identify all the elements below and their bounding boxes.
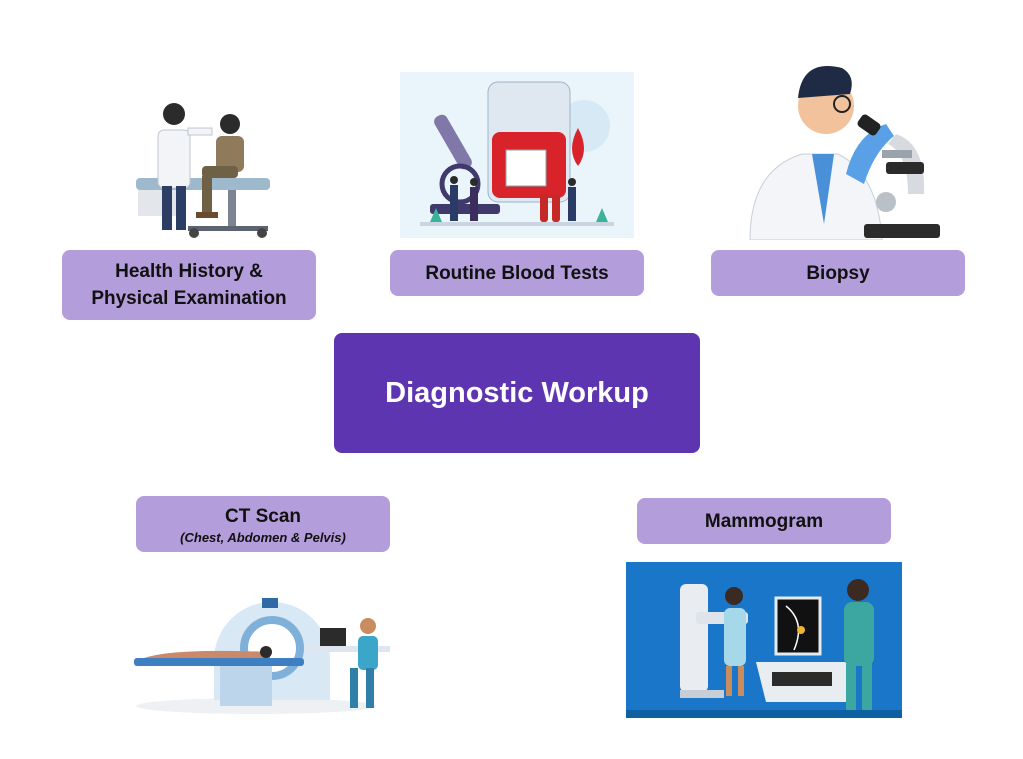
- mammogram-label: Mammogram: [637, 498, 891, 544]
- biopsy-text: Biopsy: [806, 262, 870, 284]
- physical-exam-illustration: [128, 100, 278, 242]
- diagnostic-workup-center: Diagnostic Workup: [334, 333, 700, 453]
- mammogram-illustration: [626, 562, 902, 718]
- health-history-label: Health History & Physical Examination: [62, 250, 316, 320]
- health-history-line2: Physical Examination: [91, 288, 287, 309]
- blood-test-illustration: [400, 72, 634, 238]
- routine-blood-tests-text: Routine Blood Tests: [425, 262, 609, 284]
- biopsy-label: Biopsy: [711, 250, 965, 296]
- health-history-line1: Health History &: [115, 261, 263, 282]
- mammogram-text: Mammogram: [704, 510, 824, 532]
- ct-scan-label: CT Scan (Chest, Abdomen & Pelvis): [136, 496, 390, 552]
- routine-blood-tests-label: Routine Blood Tests: [390, 250, 644, 296]
- ct-scan-illustration: [130, 590, 392, 716]
- biopsy-microscope-illustration: [746, 54, 942, 240]
- ct-scan-text: CT Scan: [224, 505, 302, 527]
- ct-scan-subtext: (Chest, Abdomen & Pelvis): [180, 529, 346, 545]
- diagnostic-workup-title: Diagnostic Workup: [385, 376, 649, 409]
